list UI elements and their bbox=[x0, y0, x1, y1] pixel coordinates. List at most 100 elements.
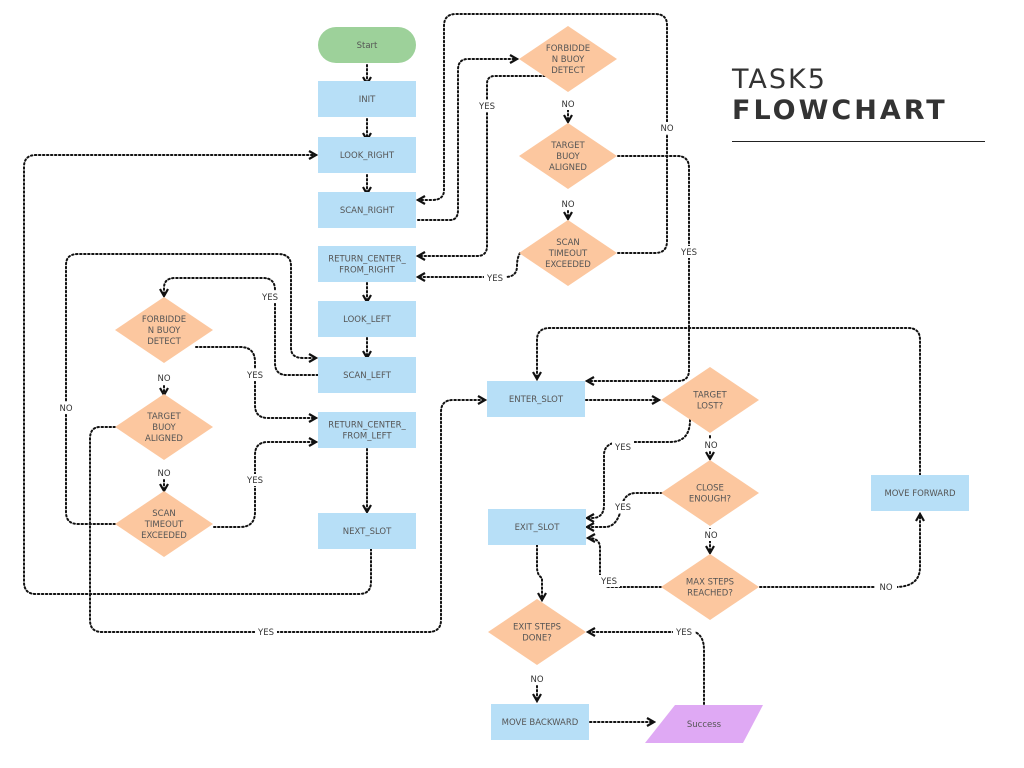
edge-label-no: NO bbox=[704, 441, 717, 451]
node-label: ALIGNED bbox=[145, 434, 183, 444]
node-scan-left[interactable]: SCAN_LEFT bbox=[318, 357, 416, 393]
node-label: LOST? bbox=[697, 402, 723, 412]
edge-label-no: NO bbox=[561, 200, 574, 210]
node-label: MAX STEPS bbox=[686, 578, 734, 588]
node-label: N BUOY bbox=[148, 326, 181, 336]
edge-label-bg bbox=[875, 581, 897, 593]
edge-r_timeout-return_center_from_right bbox=[418, 252, 521, 277]
node-move-forward[interactable]: MOVE FORWARD bbox=[871, 475, 969, 511]
node-look-right[interactable]: LOOK_RIGHT bbox=[318, 137, 416, 173]
edge-label-yes: YES bbox=[246, 476, 263, 486]
node-enter-slot[interactable]: ENTER_SLOT bbox=[487, 381, 585, 417]
node-label: RETURN_CENTER_ bbox=[328, 255, 406, 265]
edge-r_timeout-scan_right bbox=[418, 13, 668, 254]
node-label: Start bbox=[357, 41, 378, 51]
node-label: INIT bbox=[359, 95, 376, 105]
node-scan-right[interactable]: SCAN_RIGHT bbox=[318, 192, 416, 228]
edge-label-no: NO bbox=[561, 100, 574, 110]
edge-label-yes: YES bbox=[675, 628, 692, 638]
edge-label-yes: YES bbox=[486, 274, 503, 284]
edge-label-no: NO bbox=[704, 531, 717, 541]
edge-label-no: NO bbox=[530, 675, 543, 685]
edge-label-yes: YES bbox=[246, 371, 263, 381]
edge-label-bg bbox=[612, 501, 634, 513]
edges-layer bbox=[23, 13, 921, 722]
edge-label-bg bbox=[244, 474, 266, 486]
process-shape bbox=[488, 509, 586, 545]
node-label: CLOSE bbox=[696, 484, 724, 494]
node-success[interactable]: Success bbox=[645, 705, 763, 743]
edge-label-bg bbox=[476, 100, 498, 112]
node-label: BUOY bbox=[556, 152, 580, 162]
edge-label-bg bbox=[598, 575, 620, 587]
edge-label-no: NO bbox=[660, 124, 673, 134]
edge-label-bg bbox=[153, 372, 175, 384]
node-label: ALIGNED bbox=[549, 163, 587, 173]
edge-next_slot-look_right bbox=[23, 155, 372, 595]
edge-l_timeout-return_center_from_left bbox=[213, 442, 316, 528]
node-start[interactable]: Start bbox=[318, 27, 416, 63]
edge-label-bg bbox=[700, 439, 722, 451]
edge-label-bg bbox=[700, 529, 722, 541]
node-label: EXCEEDED bbox=[545, 260, 591, 270]
node-label: TARGET bbox=[550, 141, 585, 151]
edge-max_steps-move_forward bbox=[759, 514, 920, 588]
node-label: FORBIDDE bbox=[546, 44, 590, 54]
edge-label-yes: YES bbox=[614, 443, 631, 453]
node-label: TARGET bbox=[692, 391, 727, 401]
title-underline bbox=[732, 141, 985, 142]
node-init[interactable]: INIT bbox=[318, 81, 416, 117]
title-task5: TASK5 bbox=[732, 64, 827, 95]
process-shape bbox=[487, 381, 585, 417]
node-label: DONE? bbox=[522, 634, 551, 644]
node-label: MOVE FORWARD bbox=[884, 489, 956, 499]
title-flowchart: FLOWCHART bbox=[732, 95, 948, 126]
node-look-left[interactable]: LOOK_LEFT bbox=[318, 301, 416, 337]
node-label: DETECT bbox=[147, 337, 181, 347]
edge-success-exit_steps_done bbox=[588, 632, 705, 705]
edge-label-no: NO bbox=[157, 374, 170, 384]
node-move-backward[interactable]: MOVE BACKWARD bbox=[491, 704, 589, 740]
edge-label-bg bbox=[259, 291, 281, 303]
process-shape bbox=[318, 246, 416, 282]
node-return-center-from-left[interactable]: RETURN_CENTER_FROM_LEFT bbox=[318, 412, 416, 448]
node-label: BUOY bbox=[152, 423, 176, 433]
decision-shape bbox=[661, 460, 759, 526]
decision-shape bbox=[519, 26, 617, 92]
node-label: TARGET bbox=[146, 412, 181, 422]
node-next-slot[interactable]: NEXT_SLOT bbox=[318, 513, 416, 549]
node-label: LOOK_LEFT bbox=[343, 315, 391, 325]
edge-l_forbidden-return_center_from_left bbox=[195, 346, 316, 418]
edge-label-bg bbox=[673, 626, 695, 638]
edge-exit_slot-exit_steps_done bbox=[536, 544, 542, 600]
edge-l_timeout-scan_left bbox=[65, 253, 316, 525]
edge-label-bg bbox=[255, 626, 277, 638]
process-shape bbox=[318, 412, 416, 448]
node-return-center-from-right[interactable]: RETURN_CENTER_FROM_RIGHT bbox=[318, 246, 416, 282]
edge-label-yes: YES bbox=[680, 248, 697, 258]
edge-label-yes: YES bbox=[614, 503, 631, 513]
edge-label-yes: YES bbox=[257, 628, 274, 638]
node-label: N BUOY bbox=[552, 55, 585, 65]
edge-label-no: NO bbox=[157, 469, 170, 479]
node-label: SCAN_RIGHT bbox=[340, 206, 395, 216]
edge-label-bg bbox=[557, 98, 579, 110]
edge-label-bg bbox=[153, 467, 175, 479]
decision-shape bbox=[661, 554, 759, 620]
edge-move_forward-enter_slot bbox=[537, 327, 921, 476]
node-exit-slot[interactable]: EXIT_SLOT bbox=[488, 509, 586, 545]
process-shape bbox=[318, 81, 416, 117]
process-shape bbox=[318, 357, 416, 393]
decision-shape bbox=[115, 491, 213, 557]
